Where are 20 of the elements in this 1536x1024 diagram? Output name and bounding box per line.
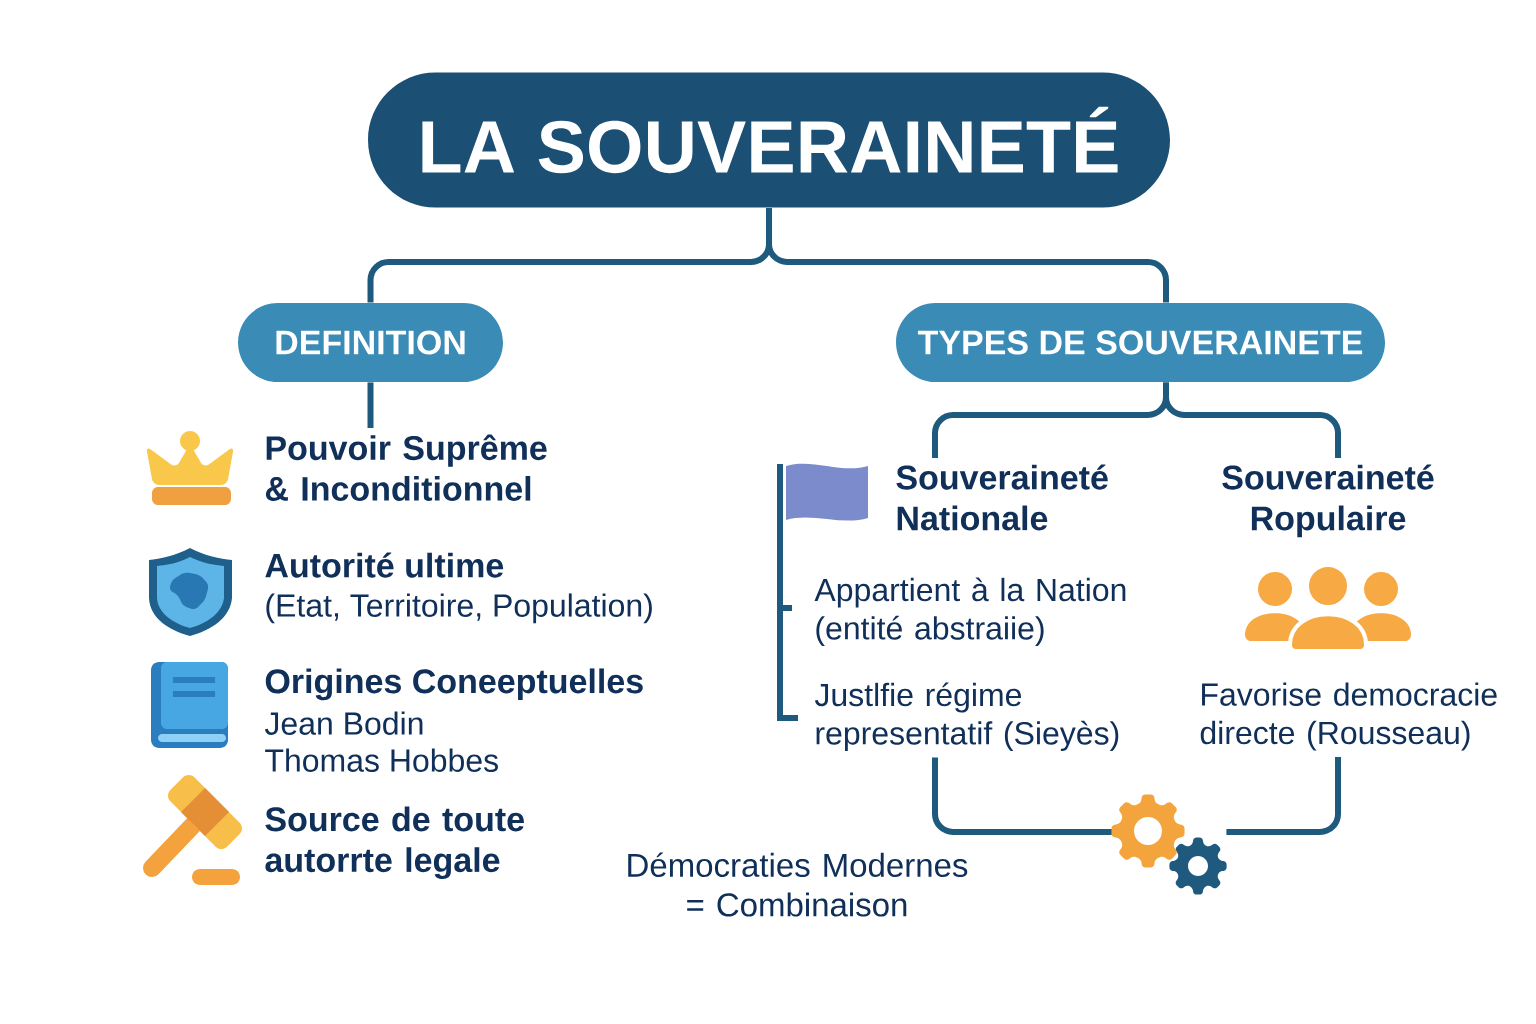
item-text: Thomas Hobbes [265, 748, 498, 772]
connector-line [766, 207, 1169, 303]
item-text: (Etat, Territoire, Population) [266, 593, 652, 624]
item-text: Favorise democracie directe (Rousseau) [1200, 682, 1497, 751]
gears-icon [1111, 794, 1227, 895]
item-heading: Origines Coneeptuelles [265, 668, 643, 701]
title-pill: LA SOUVERAINETÉ [368, 72, 1170, 208]
item-text: Justlfie régime representatif (Sieyès) [814, 682, 1119, 751]
caption-text: Démocraties Modernes = Combinaison [628, 852, 968, 917]
item-heading: Source de toute autorrte legale [265, 806, 524, 880]
column-heading: Souveraineté Ropulaire [1222, 464, 1434, 538]
item-text: Jean Bodin [264, 711, 423, 735]
column-heading: Souveraineté Nationale [896, 464, 1108, 531]
item-text: Appartient à la Nation (entité abstraiie) [814, 577, 1126, 646]
item-heading: Autorité ultime [265, 552, 504, 578]
connector-line [1226, 757, 1341, 835]
connector-line [932, 757, 1112, 835]
category-pill: DEFINITION [238, 303, 503, 382]
category-pill: TYPES DE SOUVERAINETE [896, 303, 1385, 382]
item-heading: Pouvoir Suprême & Inconditionnel [265, 434, 547, 501]
